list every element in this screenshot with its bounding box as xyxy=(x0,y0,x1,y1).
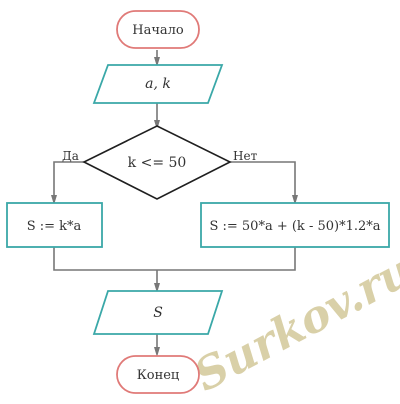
no-action-block xyxy=(200,202,390,248)
condition-label: k <= 50 xyxy=(128,155,187,171)
input-block xyxy=(92,64,224,104)
no-label: Нет xyxy=(233,149,258,163)
yes-action-label: S := k*a xyxy=(27,219,82,234)
end-label: Конец xyxy=(137,368,180,383)
yes-action-block xyxy=(6,202,103,248)
connectors xyxy=(51,50,298,357)
output-block xyxy=(92,290,224,335)
no-action-label: S := 50*a + (k - 50)*1.2*a xyxy=(209,219,380,234)
output-label: S xyxy=(153,305,163,321)
watermark: Surkov.ru xyxy=(186,245,400,402)
connector-no-merge xyxy=(157,247,296,271)
condition-diamond xyxy=(82,125,232,200)
connector-no-branch xyxy=(230,161,298,205)
connector-yes-branch xyxy=(51,161,84,205)
start-label: Начало xyxy=(132,23,184,38)
input-label: a, k xyxy=(145,76,171,92)
end-terminal xyxy=(116,355,200,394)
connector-yes-merge xyxy=(53,247,157,271)
yes-label: Да xyxy=(62,149,79,163)
start-terminal xyxy=(116,10,200,49)
